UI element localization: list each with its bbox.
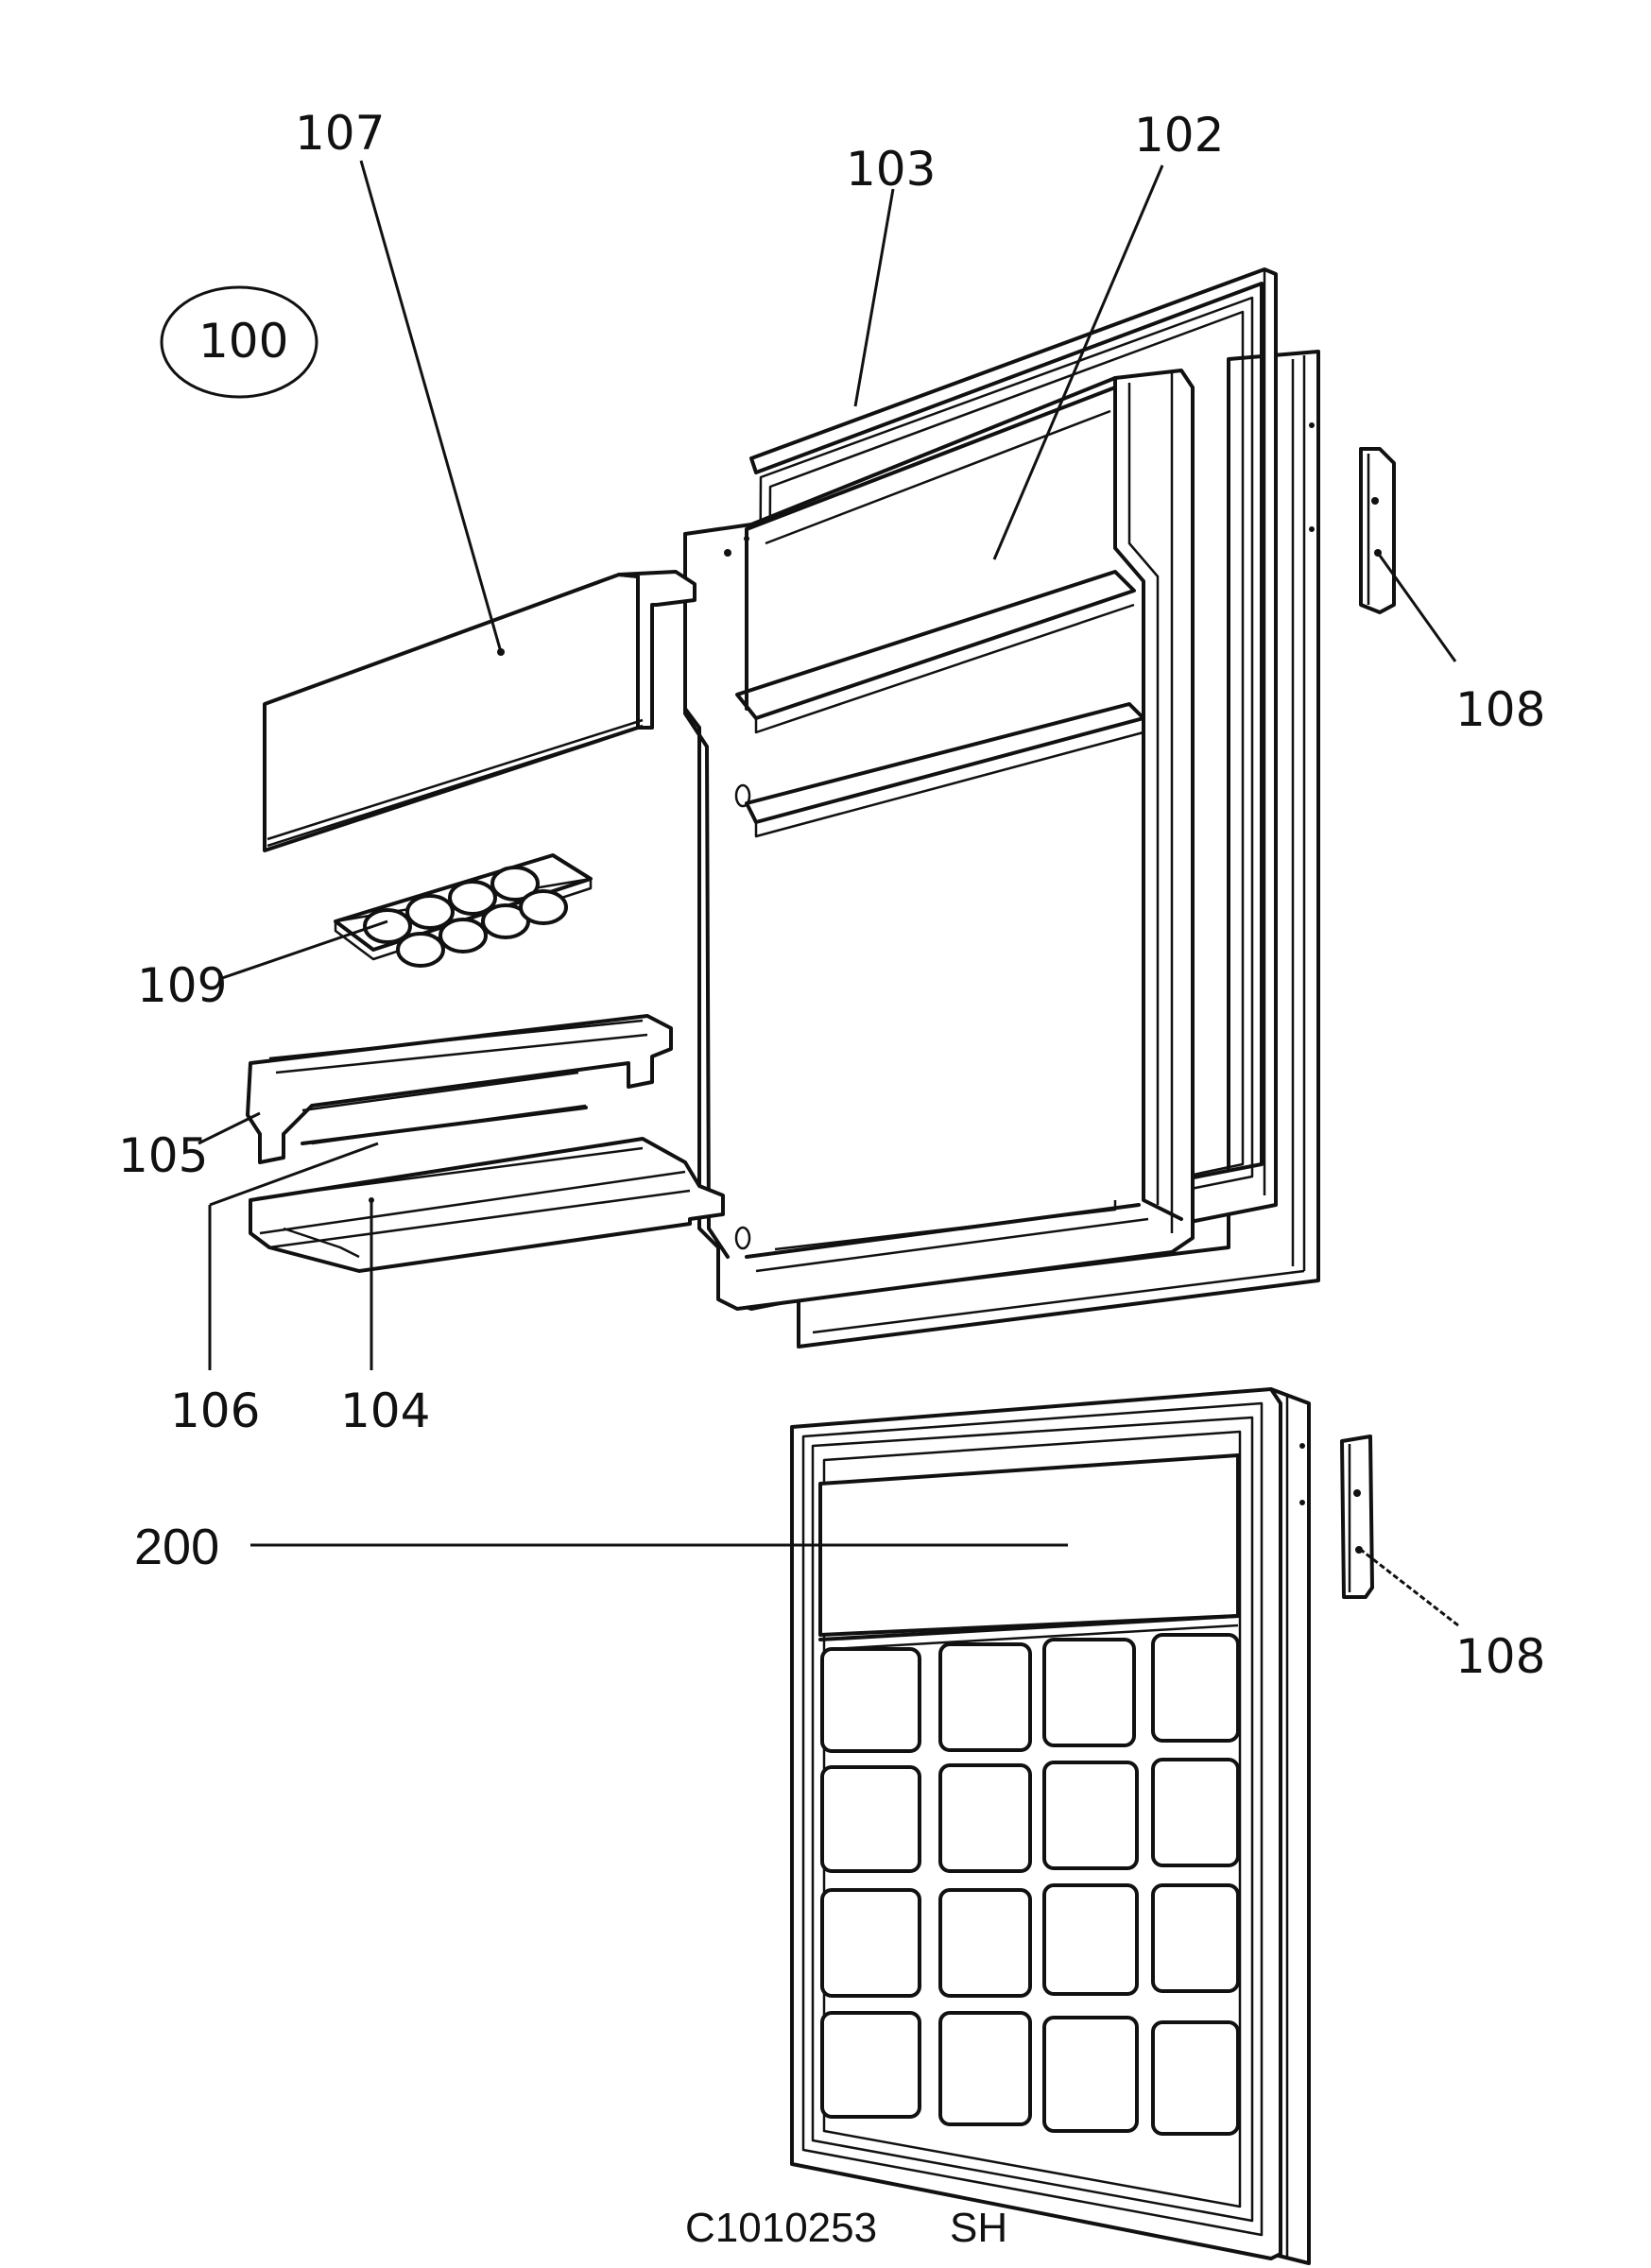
label-part-104: 104 — [340, 1383, 430, 1438]
label-part-108-lower: 108 — [1455, 1629, 1545, 1684]
label-part-108-upper: 108 — [1455, 682, 1545, 737]
drawing-code: C1010253 — [685, 2205, 877, 2251]
label-part-107: 107 — [295, 106, 385, 161]
inner-door-liner-102 — [683, 369, 1195, 1311]
label-part-102: 102 — [1134, 108, 1224, 163]
door-bin-104 — [249, 1137, 725, 1273]
label-part-103: 103 — [846, 142, 936, 197]
egg-tray-109 — [334, 853, 593, 968]
label-part-200: 200 — [134, 1519, 219, 1575]
assembly-circle — [160, 285, 318, 399]
label-part-106: 106 — [170, 1383, 260, 1438]
label-assembly-100: 100 — [198, 314, 288, 369]
leader-lines — [198, 160, 1459, 1627]
bin-strip-106 — [301, 1106, 588, 1145]
bin-rim-105 — [246, 1014, 673, 1164]
label-part-105: 105 — [118, 1128, 208, 1183]
freezer-door-200 — [790, 1387, 1311, 2265]
hinge-plate-108-upper — [1359, 447, 1396, 614]
hinge-plate-108-lower — [1340, 1435, 1374, 1599]
drawing-suffix: SH — [950, 2205, 1007, 2251]
door-flap-107 — [263, 570, 697, 852]
label-part-109: 109 — [137, 958, 227, 1013]
